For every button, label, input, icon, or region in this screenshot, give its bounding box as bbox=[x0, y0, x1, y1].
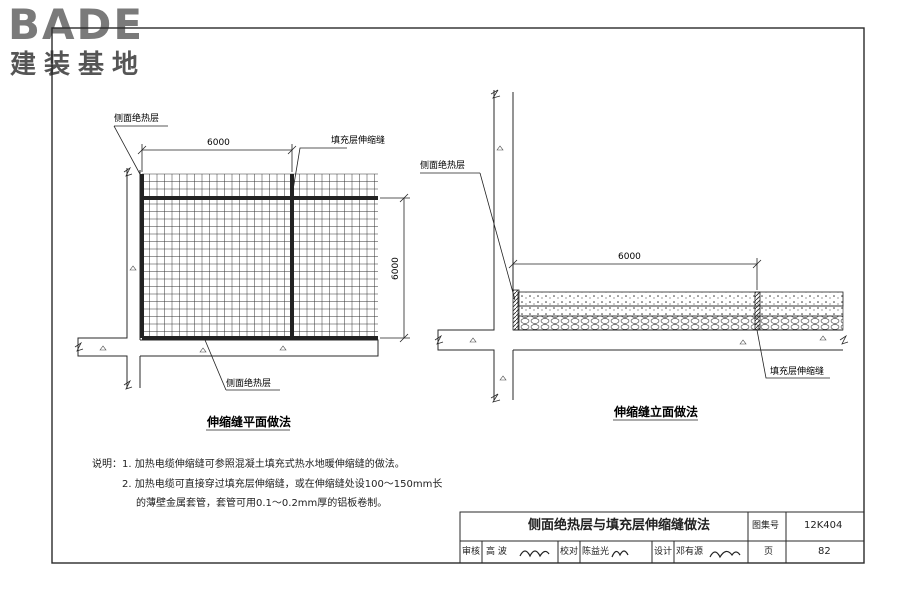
atlas-label: 图集号 bbox=[752, 521, 780, 531]
elevation-expansion-joint bbox=[754, 291, 761, 331]
notes-prefix: 说明： bbox=[92, 459, 122, 470]
plan-view: 侧面绝热层 填充层伸缩缝 6000 6000 侧面绝热层 伸缩缝平面做法 bbox=[74, 112, 410, 431]
plan-walls bbox=[74, 166, 379, 390]
note-item-2: 2. 加热电缆可直接穿过填充层伸缩缝，或在伸缩缝处设100～150mm长 bbox=[122, 479, 443, 490]
brand-logo: BADE 建装基地 bbox=[8, 2, 178, 84]
plan-dim-vertical: 6000 bbox=[391, 257, 401, 280]
elevation-side-insulation bbox=[512, 289, 520, 331]
review-label: 审核 bbox=[462, 547, 481, 557]
note-item-2-row: 2. 加热电缆可直接穿过填充层伸缩缝，或在伸缩缝处设100～150mm长 bbox=[122, 478, 442, 492]
atlas-number: 12K404 bbox=[804, 520, 843, 531]
plan-concrete-marks bbox=[99, 265, 287, 353]
note-item-3-row: 的薄壁金属套管，套管可用0.1～0.2mm厚的铝板卷制。 bbox=[136, 497, 387, 511]
plan-leaders bbox=[113, 125, 347, 391]
plan-dimension-horizontal bbox=[137, 144, 297, 172]
note-item-3: 的薄壁金属套管，套管可用0.1～0.2mm厚的铝板卷制。 bbox=[136, 498, 388, 509]
page-label: 页 bbox=[764, 547, 774, 557]
signature-marks bbox=[519, 550, 741, 559]
title-block bbox=[459, 511, 865, 564]
note-item-1: 1. 加热电缆伸缩缝可参照混凝土填充式热水地暖伸缩缝的做法。 bbox=[122, 459, 405, 470]
plan-label-side-bottom: 侧面绝热层 bbox=[226, 377, 271, 389]
drawing-title: 侧面绝热层与填充层伸缩缝做法 bbox=[528, 518, 711, 533]
reviewer-name: 高 波 bbox=[486, 547, 507, 557]
elevation-label-joint: 填充层伸缩缝 bbox=[770, 365, 824, 377]
design-label: 设计 bbox=[654, 547, 673, 557]
plan-label-side-top: 侧面绝热层 bbox=[114, 112, 159, 124]
logo-subtitle: 建装基地 bbox=[10, 50, 147, 80]
elevation-dim-horizontal: 6000 bbox=[618, 252, 641, 262]
drawing-frame bbox=[51, 27, 865, 564]
elevation-finish-layer bbox=[517, 291, 844, 307]
check-label: 校对 bbox=[560, 547, 579, 557]
designer-name: 邓有源 bbox=[676, 547, 704, 557]
page-number: 82 bbox=[818, 546, 831, 557]
elevation-concrete-marks bbox=[469, 145, 827, 381]
elevation-label-side: 侧面绝热层 bbox=[420, 159, 465, 171]
checker-name: 陈益光 bbox=[582, 547, 610, 557]
elevation-leaders bbox=[420, 172, 830, 379]
elevation-pebble-layer bbox=[517, 315, 844, 331]
plan-label-joint: 填充层伸缩缝 bbox=[331, 134, 385, 146]
elevation-title: 伸缩缝立面做法 bbox=[613, 404, 698, 419]
elevation-view: 侧面绝热层 6000 填充层伸缩缝 伸缩缝立面做法 bbox=[420, 89, 849, 421]
elevation-dimension bbox=[508, 258, 762, 290]
plan-dimension-vertical bbox=[380, 193, 410, 343]
logo-text: BADE bbox=[8, 0, 145, 49]
plan-title: 伸缩缝平面做法 bbox=[206, 414, 291, 429]
elevation-wall bbox=[434, 89, 849, 403]
elevation-fill-layer bbox=[517, 305, 844, 317]
notes: 说明：1. 加热电缆伸缩缝可参照混凝土填充式热水地暖伸缩缝的做法。 bbox=[92, 458, 405, 472]
plan-dim-horizontal: 6000 bbox=[207, 138, 230, 148]
plan-heating-mesh bbox=[141, 173, 378, 338]
plan-insulation-lines bbox=[140, 174, 378, 340]
